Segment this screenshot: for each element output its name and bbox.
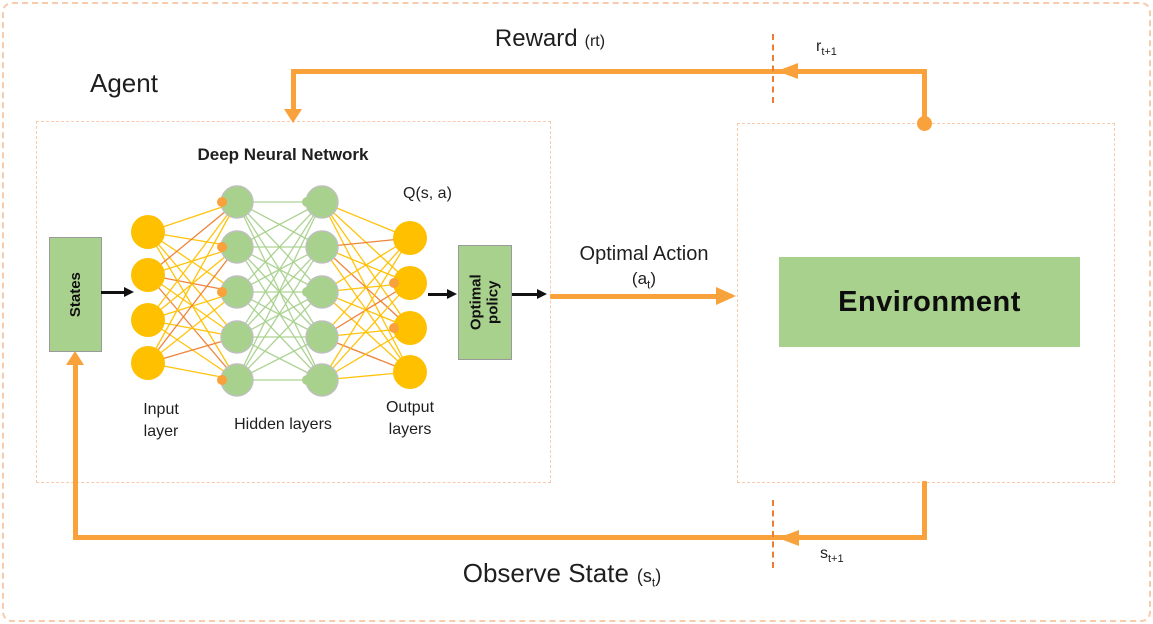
boundary-tick-bottom (772, 500, 774, 568)
environment-box: Environment (779, 257, 1080, 347)
action-arrow-line (550, 294, 719, 299)
reward-line-horizontal (291, 69, 927, 74)
observe-arrowhead-up (66, 351, 84, 365)
reward-label-main: Reward (494, 25, 578, 52)
policy-to-edge-arrowhead (537, 289, 547, 299)
agent-label-text: Agent (90, 68, 158, 98)
s-next-label: st+1 (820, 545, 844, 566)
observe-arrowhead-left (778, 530, 799, 546)
states-to-input-arrowhead (124, 287, 134, 297)
optimal-action-subscript: t (647, 277, 651, 292)
q-value-label: Q(s, a) (403, 185, 452, 203)
output-layers-line1: Output (385, 399, 435, 416)
r-next-base: r (816, 38, 822, 55)
output-to-policy-arrowhead (447, 289, 457, 299)
environment-label: Environment (838, 285, 1021, 318)
neural-network-svg (131, 185, 427, 397)
hidden-layers-text: Hidden layers (234, 416, 332, 433)
reward-arrowhead-down (284, 109, 302, 123)
q-value-text: Q(s, a) (403, 185, 452, 202)
observe-state-main: Observe State (462, 558, 629, 588)
hidden-layers-label: Hidden layers (222, 414, 344, 436)
optimal-action-line1: Optimal Action (579, 243, 709, 265)
optimal-action-label: Optimal Action (558, 243, 730, 266)
reward-arrowhead-left (777, 63, 798, 79)
observe-paren-pre: (s (636, 566, 652, 586)
states-to-input-arrow-line (101, 291, 125, 294)
s-next-sub: t+1 (828, 553, 844, 566)
observe-state-label: Observe State (st) (412, 558, 712, 589)
action-arrowhead (716, 287, 736, 305)
optimal-action-pre: (a (631, 269, 648, 288)
reward-label-paren: (rt) (584, 33, 606, 50)
reward-line-vertical-left (291, 69, 296, 112)
optimal-policy-line2: policy (485, 280, 502, 325)
optimal-action-post: ) (650, 269, 657, 288)
dnn-title: Deep Neural Network (197, 145, 369, 164)
observe-paren-post: ) (655, 566, 662, 586)
policy-to-edge-arrow-line (512, 293, 538, 296)
observe-line-vertical-right (922, 481, 927, 540)
observe-line-vertical-left (73, 362, 78, 540)
input-layer-line2: layer (143, 422, 179, 440)
r-next-sub: t+1 (821, 46, 837, 59)
optimal-policy-line1: Optimal (467, 274, 485, 331)
observe-line-horizontal (73, 535, 927, 540)
reward-label: Reward (rt) (450, 25, 650, 53)
reward-line-vertical-right (922, 69, 927, 120)
states-label: States (66, 271, 84, 318)
s-next-base: s (820, 545, 828, 562)
input-layer-line1: Input (143, 401, 179, 418)
output-layers-label: Output layers (370, 397, 450, 440)
reward-junction-dot (917, 116, 932, 131)
states-box: States (49, 237, 102, 352)
boundary-tick-top (772, 34, 774, 103)
observe-state-paren: (st) (636, 566, 662, 589)
agent-label: Agent (90, 68, 158, 99)
optimal-action-sub-label: (at) (558, 269, 730, 292)
output-layers-line2: layers (388, 420, 432, 438)
output-to-policy-arrow-line (428, 293, 448, 296)
observe-paren-sub: t (651, 575, 656, 590)
r-next-label: rt+1 (816, 38, 837, 59)
input-layer-label: Input layer (121, 399, 201, 442)
